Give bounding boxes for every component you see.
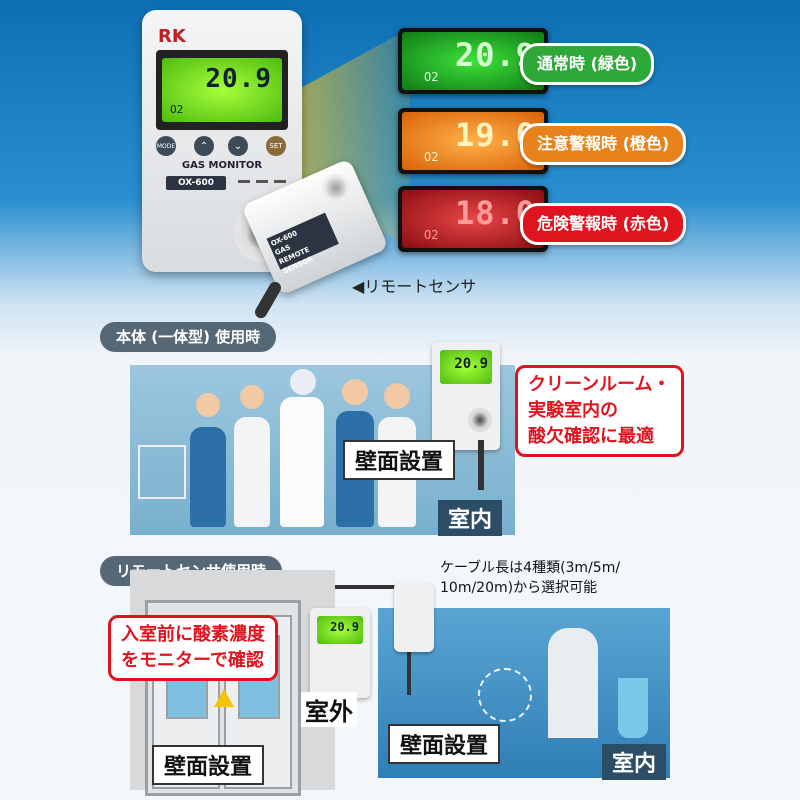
- status-label-danger: 危険警報時 (赤色): [520, 203, 687, 245]
- set-button[interactable]: SET: [266, 136, 286, 156]
- panel-gas: O2: [424, 150, 439, 164]
- up-button[interactable]: ⌃: [194, 136, 214, 156]
- outdoor-tag: 室外: [301, 692, 357, 727]
- sensor-cable: [252, 279, 284, 321]
- cleanroom-callout: クリーンルーム・ 実験室内の 酸欠確認に最適: [515, 365, 684, 457]
- atom-icon: [478, 668, 532, 722]
- section-tab-integrated: 本体 (一体型) 使用時: [100, 322, 277, 352]
- mode-button[interactable]: MODE: [156, 136, 176, 156]
- lcd-gas-label: O2: [170, 103, 184, 116]
- panel-gas: O2: [424, 228, 439, 242]
- remote-cable: [335, 585, 415, 589]
- person: [280, 397, 324, 527]
- person-head: [342, 379, 368, 405]
- lcd-value: 20.9: [205, 64, 272, 94]
- panel-gas: O2: [424, 70, 439, 84]
- gas-monitor-device: RK 20.9 O2 MODE ⌃ ⌄ SET GAS MONITOR OX-6…: [142, 10, 302, 272]
- indicator-dash: [274, 180, 286, 183]
- person: [190, 427, 226, 527]
- status-label-normal: 通常時 (緑色): [520, 43, 655, 85]
- down-button[interactable]: ⌄: [228, 136, 248, 156]
- cable-length-note: ケーブル長は4種類(3m/5m/ 10m/20m)から選択可能: [440, 560, 621, 596]
- remote-sensor-grille: [317, 169, 355, 207]
- mini-lcd-value: 20.9: [454, 356, 488, 372]
- device-model: OX-600: [166, 176, 226, 190]
- device-screen: 20.9 O2: [156, 50, 288, 130]
- wall-mount-tag-indoor: 壁面設置: [388, 724, 501, 764]
- mini-lcd-value: 20.9: [330, 620, 359, 634]
- remote-sensor-label: OX-600 GAS REMOTE SENSOR: [266, 212, 339, 275]
- sensor-port: [468, 408, 492, 432]
- microscope-icon: [548, 628, 598, 738]
- wall-mount-tag: 壁面設置: [343, 440, 456, 480]
- outdoor-monitor: 20.9: [310, 608, 370, 698]
- person-head: [196, 393, 220, 417]
- brand-logo: RK: [158, 26, 186, 47]
- person-head: [290, 369, 316, 395]
- indicator-dash: [256, 180, 268, 183]
- device-lcd: 20.9 O2: [162, 58, 282, 122]
- remote-sensor-mounted: [394, 582, 434, 652]
- indoor-tag: 室内: [602, 744, 667, 780]
- device-label: GAS MONITOR: [181, 160, 263, 171]
- wall-monitor: 20.9: [432, 342, 500, 450]
- person-head: [384, 383, 410, 409]
- flask-icon: [618, 678, 648, 738]
- remote-sensor-caption: ◀リモートセンサ: [352, 277, 477, 296]
- wall-mount-tag-outdoor: 壁面設置: [152, 745, 265, 785]
- indicator-dash: [238, 180, 250, 183]
- warning-icon: [214, 689, 234, 707]
- pre-entry-callout: 入室前に酸素濃度 をモニターで確認: [108, 615, 278, 681]
- chevron-down-icon: ⌄: [233, 140, 243, 152]
- indoor-tag: 室内: [438, 500, 503, 536]
- chevron-up-icon: ⌃: [199, 140, 209, 152]
- status-label-caution: 注意警報時 (橙色): [520, 123, 687, 165]
- wall-cable: [478, 440, 484, 490]
- person: [234, 417, 270, 527]
- cart: [138, 445, 186, 499]
- person-head: [240, 385, 264, 409]
